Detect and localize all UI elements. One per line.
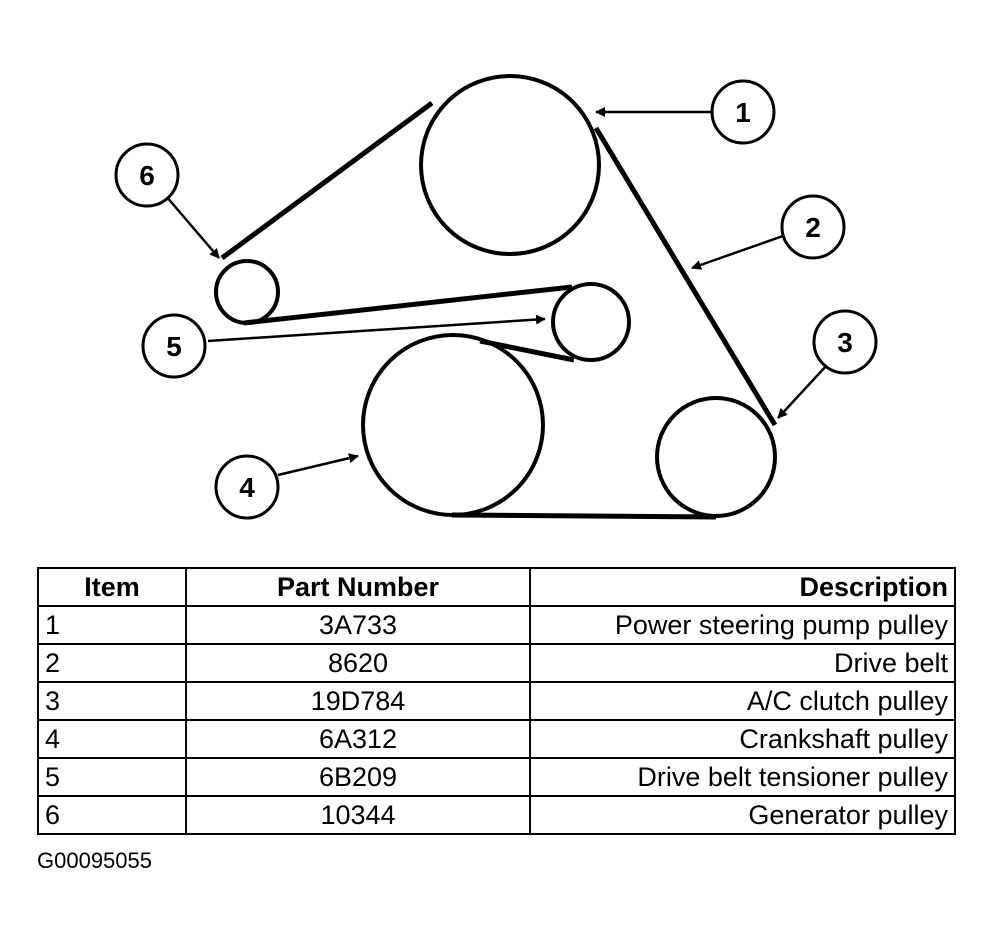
drive-belt (220, 100, 778, 520)
cell-part-number: 3A733 (185, 605, 531, 645)
callout-1: 1 (710, 79, 776, 145)
header-description: Description (529, 567, 956, 607)
table-row: 1 3A733 Power steering pump pulley (37, 605, 956, 645)
cell-description: Generator pulley (529, 795, 956, 835)
crankshaft-pulley (361, 333, 545, 517)
table-row: 5 6B209 Drive belt tensioner pulley (37, 757, 956, 797)
callout-6-leader (165, 195, 220, 259)
callout-5: 5 (141, 313, 207, 379)
callout-2: 2 (780, 194, 846, 260)
generator-pulley (214, 259, 280, 325)
svg-text:4: 4 (239, 472, 255, 503)
cell-item: 4 (37, 719, 187, 759)
cell-item: 6 (37, 795, 187, 835)
figure-id: G00095055 (37, 848, 152, 873)
parts-table: Item Part Number Description 1 3A733 Pow… (37, 567, 956, 835)
tensioner-pulley (551, 282, 631, 362)
table-row: 6 10344 Generator pulley (37, 795, 956, 835)
svg-text:5: 5 (166, 331, 182, 362)
cell-item: 1 (37, 605, 187, 645)
callout-4-leader (277, 453, 359, 477)
header-part-number: Part Number (185, 567, 531, 607)
callout-2-leader (691, 234, 784, 270)
cell-description: Drive belt tensioner pulley (529, 757, 956, 797)
cell-description: A/C clutch pulley (529, 681, 956, 721)
cell-part-number: 6A312 (185, 719, 531, 759)
svg-text:3: 3 (837, 327, 853, 358)
cell-item: 3 (37, 681, 187, 721)
table-row: 4 6A312 Crankshaft pulley (37, 719, 956, 759)
cell-description: Crankshaft pulley (529, 719, 956, 759)
ac-clutch-pulley (655, 396, 777, 518)
svg-text:2: 2 (805, 212, 821, 243)
header-item: Item (37, 567, 187, 607)
callout-6: 6 (114, 142, 180, 208)
cell-part-number: 19D784 (185, 681, 531, 721)
belt-routing-diagram: 1 2 3 4 5 6 (114, 74, 878, 520)
svg-text:6: 6 (139, 160, 155, 191)
callout-3: 3 (812, 309, 878, 375)
callout-5-leader (207, 314, 546, 343)
power-steering-pump-pulley (419, 74, 601, 256)
cell-part-number: 8620 (185, 643, 531, 683)
cell-item: 2 (37, 643, 187, 683)
table-row: 3 19D784 A/C clutch pulley (37, 681, 956, 721)
table-row: 2 8620 Drive belt (37, 643, 956, 683)
table-header-row: Item Part Number Description (37, 567, 956, 607)
cell-item: 5 (37, 757, 187, 797)
cell-description: Drive belt (529, 643, 956, 683)
callout-3-leader (777, 364, 828, 419)
svg-text:1: 1 (735, 97, 751, 128)
cell-part-number: 10344 (185, 795, 531, 835)
callout-4: 4 (214, 454, 280, 520)
cell-part-number: 6B209 (185, 757, 531, 797)
cell-description: Power steering pump pulley (529, 605, 956, 645)
